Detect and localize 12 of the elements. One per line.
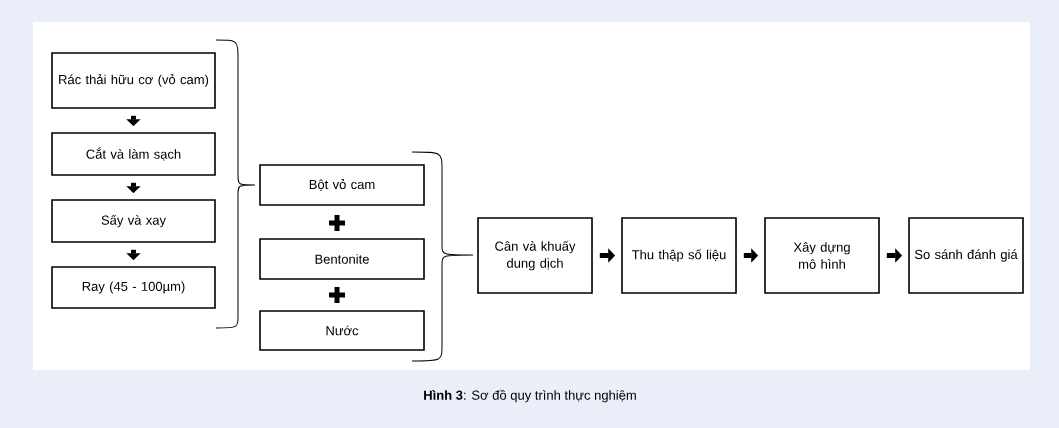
process-box: Bentonite — [259, 238, 425, 280]
process-box: Cân và khuấy dung dịch — [477, 217, 593, 294]
process-box: Ray (45 - 100µm) — [51, 266, 216, 309]
process-box: Rác thải hữu cơ (vỏ cam) — [51, 52, 216, 109]
process-box: Xây dựng mô hình — [764, 217, 880, 294]
process-box: Sấy và xay — [51, 199, 216, 243]
process-box: Cắt và làm sạch — [51, 132, 216, 176]
process-box: Thu thập số liệu — [621, 217, 737, 294]
process-box: Bột vỏ cam — [259, 164, 425, 206]
process-box: So sánh đánh giá — [908, 217, 1024, 294]
caption: Hình 3: Sơ đồ quy trình thực nghiệm — [424, 389, 636, 403]
process-box: Nước — [259, 310, 425, 351]
